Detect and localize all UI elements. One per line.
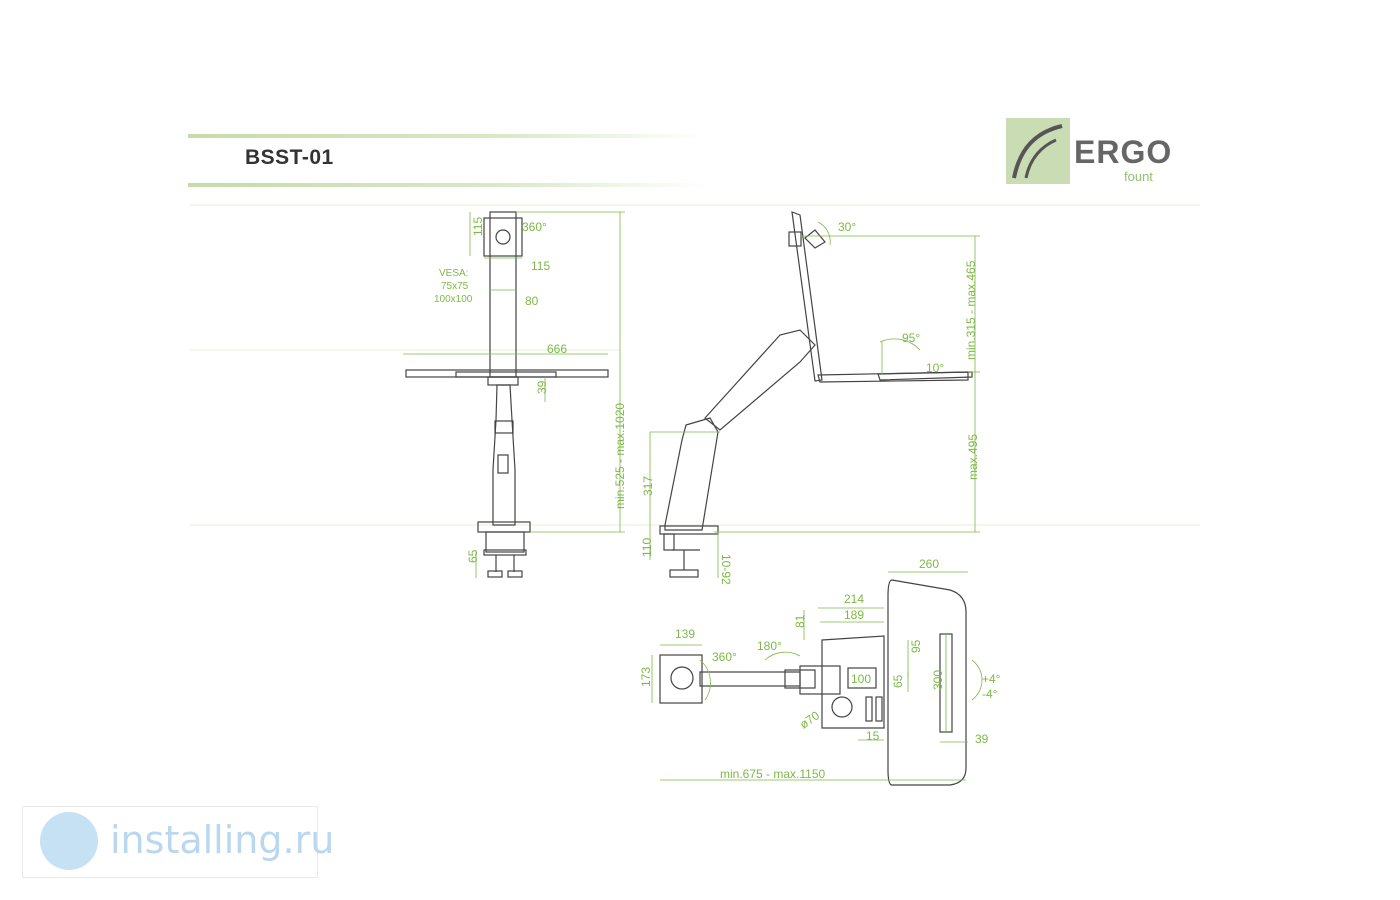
side-max-495: max.495 — [966, 434, 980, 480]
top-height-300: 300 — [931, 670, 945, 690]
front-view — [405, 211, 609, 578]
vesa-size-75: 75x75 — [441, 281, 469, 292]
front-width-80: 80 — [525, 294, 539, 308]
logo-sub: fount — [1124, 169, 1153, 184]
side-angle-10: 10° — [926, 361, 944, 375]
side-height-110: 110 — [640, 538, 654, 557]
top-width-139: 139 — [675, 627, 695, 641]
front-height-115: 115 — [471, 217, 485, 236]
top-width-15: 15 — [866, 729, 880, 743]
watermark-text: installing.ru — [110, 818, 335, 862]
top-angle-180: 180° — [757, 639, 782, 653]
logo-word: ERGO — [1074, 134, 1173, 170]
side-clamp-range: 10-92 — [719, 554, 733, 585]
vesa-size-100: 100x100 — [434, 294, 473, 305]
vesa-label: VESA: — [439, 268, 468, 279]
header-bottom-rule — [188, 183, 708, 187]
page-title: BSST-01 — [245, 146, 334, 169]
top-width-81: 81 — [793, 614, 807, 628]
front-height-65: 65 — [466, 549, 480, 563]
top-width-100: 100 — [851, 672, 871, 686]
top-view — [659, 579, 967, 786]
top-tilt-minus4: -4° — [982, 687, 998, 701]
watermark-logo-icon — [40, 812, 98, 870]
top-width-39: 39 — [975, 732, 989, 746]
logo-mark-icon — [1006, 118, 1070, 184]
top-height-65: 65 — [891, 674, 905, 688]
ergo-logo: ERGO fount — [1006, 118, 1171, 184]
front-width-666: 666 — [547, 342, 567, 356]
side-height-317: 317 — [641, 476, 655, 496]
front-width-115: 115 — [531, 259, 550, 273]
top-length-range: min.675 - max.1150 — [720, 767, 825, 781]
top-height-173: 173 — [639, 667, 653, 687]
top-width-260: 260 — [919, 557, 939, 571]
side-dimension-lines — [649, 221, 980, 578]
header-top-rule — [188, 134, 708, 138]
side-tilt-label: 30° — [838, 220, 856, 234]
top-width-189: 189 — [844, 608, 864, 622]
top-tilt-plus4: +4° — [982, 672, 1001, 686]
front-dimension-lines — [403, 211, 625, 578]
top-width-214: 214 — [844, 592, 864, 606]
top-dimension-lines — [651, 571, 983, 781]
side-angle-95: 95° — [902, 331, 920, 345]
top-angle-360: 360° — [712, 650, 737, 664]
top-height-95: 95 — [909, 639, 923, 653]
front-rotation-label: 360° — [522, 220, 547, 234]
side-range-label: min.315 - max.465 — [964, 260, 978, 360]
front-height-range: min.525 - max.1020 — [613, 403, 627, 509]
top-diameter-70: ø70 — [797, 708, 822, 732]
front-height-39: 39 — [535, 380, 549, 394]
side-view — [659, 211, 973, 578]
